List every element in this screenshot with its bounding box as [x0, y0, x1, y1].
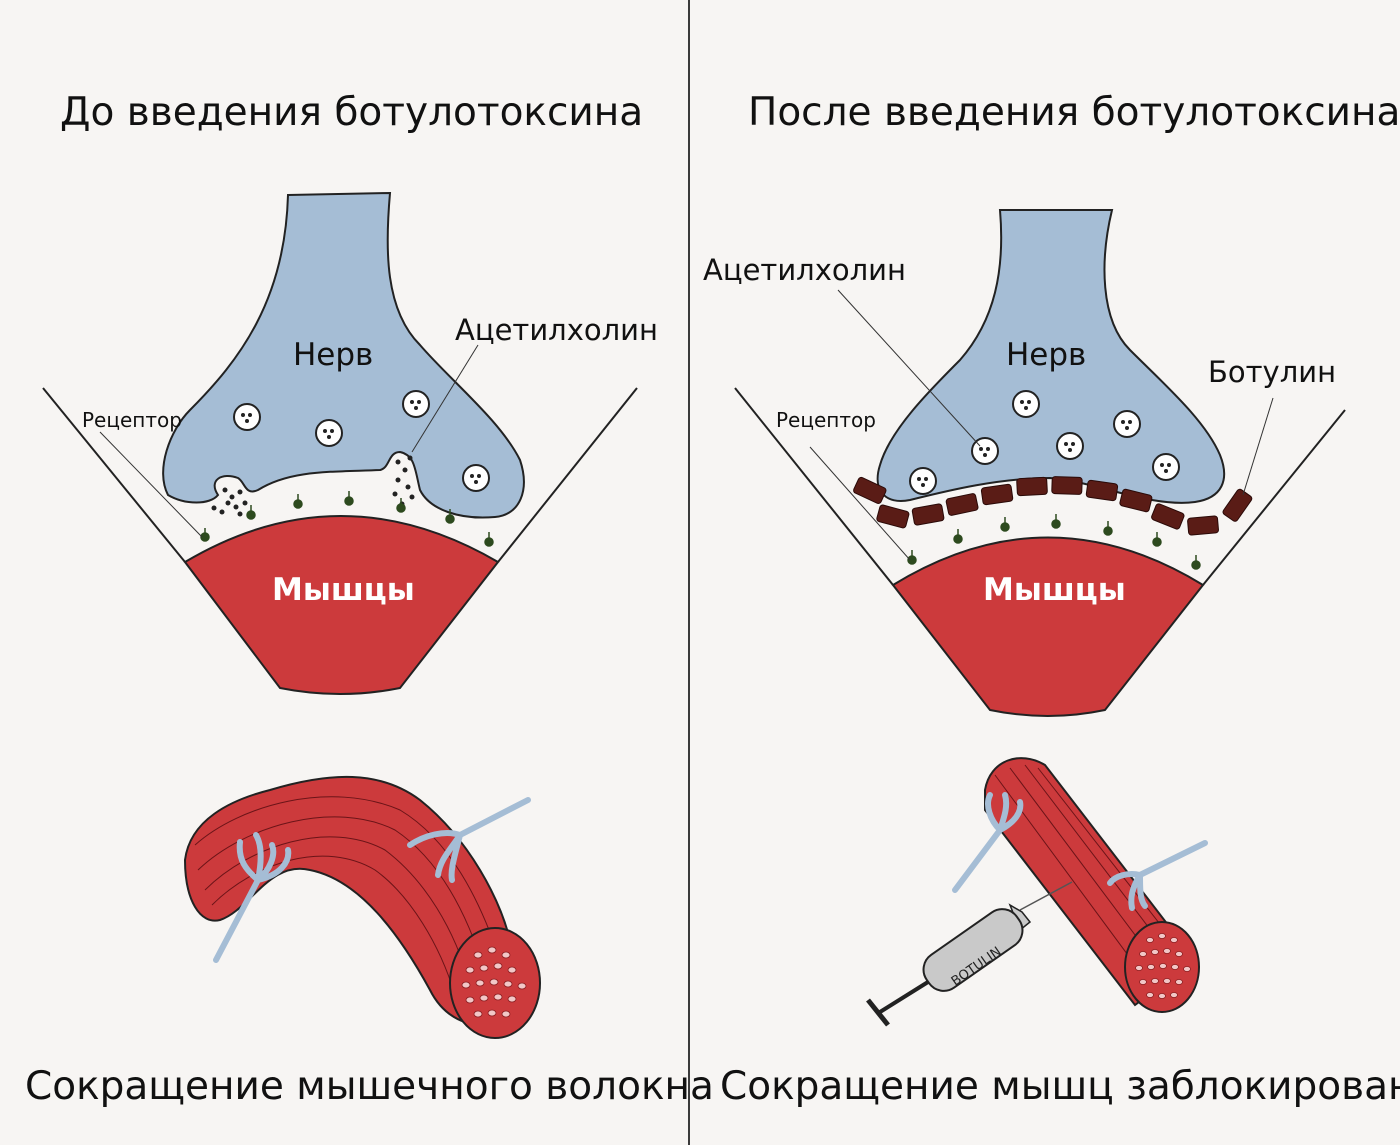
left-panel-title: До введения ботулотоксина: [60, 90, 644, 135]
left-synapse-diagram: Мышцы Нерв: [42, 191, 658, 695]
receptor: [200, 528, 210, 542]
right-acetylcholine-leader: [837, 289, 981, 447]
left-muscle-block: [183, 515, 500, 695]
right-nerve-branch-2: [1107, 840, 1208, 911]
botulin-block: [1085, 479, 1119, 502]
right-receptors: [907, 514, 1201, 570]
right-muscle-fiber: [952, 757, 1208, 1013]
right-vesicle-dots: [917, 400, 1171, 487]
right-synaptic-cleft-outline: [734, 387, 894, 586]
receptor: [246, 505, 256, 520]
left-nerve-branch-1: [213, 832, 292, 963]
right-panel-title: После введения ботулотоксина: [748, 90, 1400, 135]
left-vesicle-dots: [241, 400, 481, 484]
receptor: [953, 529, 963, 544]
left-nerve-terminal: [162, 191, 525, 519]
panel-divider: [688, 0, 690, 1145]
right-receptor-label: Рецептор: [776, 408, 876, 432]
vesicle: [462, 464, 490, 492]
receptor: [396, 498, 406, 513]
left-acetylcholine-leader: [411, 344, 479, 453]
vesicle: [1113, 410, 1141, 438]
botulin-block: [1051, 476, 1083, 495]
vesicle: [1056, 432, 1084, 460]
right-fiber-end-cells: [1135, 933, 1191, 999]
left-fiber-end-cells: [461, 946, 527, 1018]
left-panel-caption: Сокращение мышечного волокна: [25, 1064, 714, 1109]
syringe-icon: BOTULIN: [866, 881, 1073, 1027]
left-acetylcholine-release: [211, 455, 415, 517]
right-panel-caption: Сокращение мышц заблокировано: [720, 1064, 1400, 1109]
receptor: [445, 509, 455, 524]
receptor: [1051, 514, 1061, 529]
botulin-block: [980, 483, 1014, 506]
receptor: [293, 494, 303, 509]
botulin-block: [1151, 503, 1185, 530]
right-muscle-label: Мышцы: [983, 572, 1126, 608]
left-synaptic-cleft-outline: [42, 387, 186, 563]
receptor: [1191, 555, 1201, 570]
receptor: [907, 550, 917, 565]
botulin-block: [945, 493, 979, 516]
left-acetylcholine-label: Ацетилхолин: [455, 313, 658, 347]
left-receptor-label: Рецептор: [82, 408, 182, 432]
botulin-block: [853, 476, 887, 505]
left-receptor-leader: [99, 431, 203, 538]
left-synaptic-cleft-outline-right: [497, 387, 638, 563]
vesicle: [1152, 453, 1180, 481]
right-muscle-block: [891, 536, 1205, 717]
botulin-block: [876, 504, 910, 529]
vesicle: [909, 467, 937, 495]
receptor: [1103, 521, 1113, 536]
vesicle: [233, 403, 261, 431]
right-botulin-leader: [1242, 397, 1274, 496]
receptor: [344, 491, 354, 506]
left-muscle-label: Мышцы: [272, 572, 415, 608]
receptor: [1152, 532, 1162, 547]
left-nerve-label: Нерв: [293, 337, 373, 373]
vesicle: [1012, 390, 1040, 418]
left-nerve-branch-2: [407, 797, 531, 883]
left-vesicles: [233, 390, 490, 492]
receptor: [1000, 517, 1010, 532]
right-botulin-label: Ботулин: [1208, 355, 1336, 389]
right-botulin-blocks: [853, 476, 1253, 536]
vesicle: [402, 390, 430, 418]
botulin-block: [1016, 476, 1048, 497]
botulin-block: [1187, 515, 1219, 536]
right-synaptic-cleft-outline-right: [1202, 409, 1346, 586]
right-acetylcholine-label: Ацетилхолин: [703, 253, 906, 287]
left-muscle-fiber: [183, 775, 541, 1039]
botulin-block: [1222, 488, 1253, 522]
right-nerve-branch-1: [952, 792, 1024, 893]
botulin-block: [911, 503, 945, 526]
left-receptors: [200, 491, 494, 547]
right-nerve-label: Нерв: [1006, 337, 1086, 373]
right-synapse-diagram: Мышцы Нерв: [703, 209, 1346, 717]
receptor: [484, 532, 494, 547]
right-receptor-leader: [809, 446, 911, 561]
vesicle: [315, 419, 343, 447]
botulin-block: [1119, 488, 1153, 513]
